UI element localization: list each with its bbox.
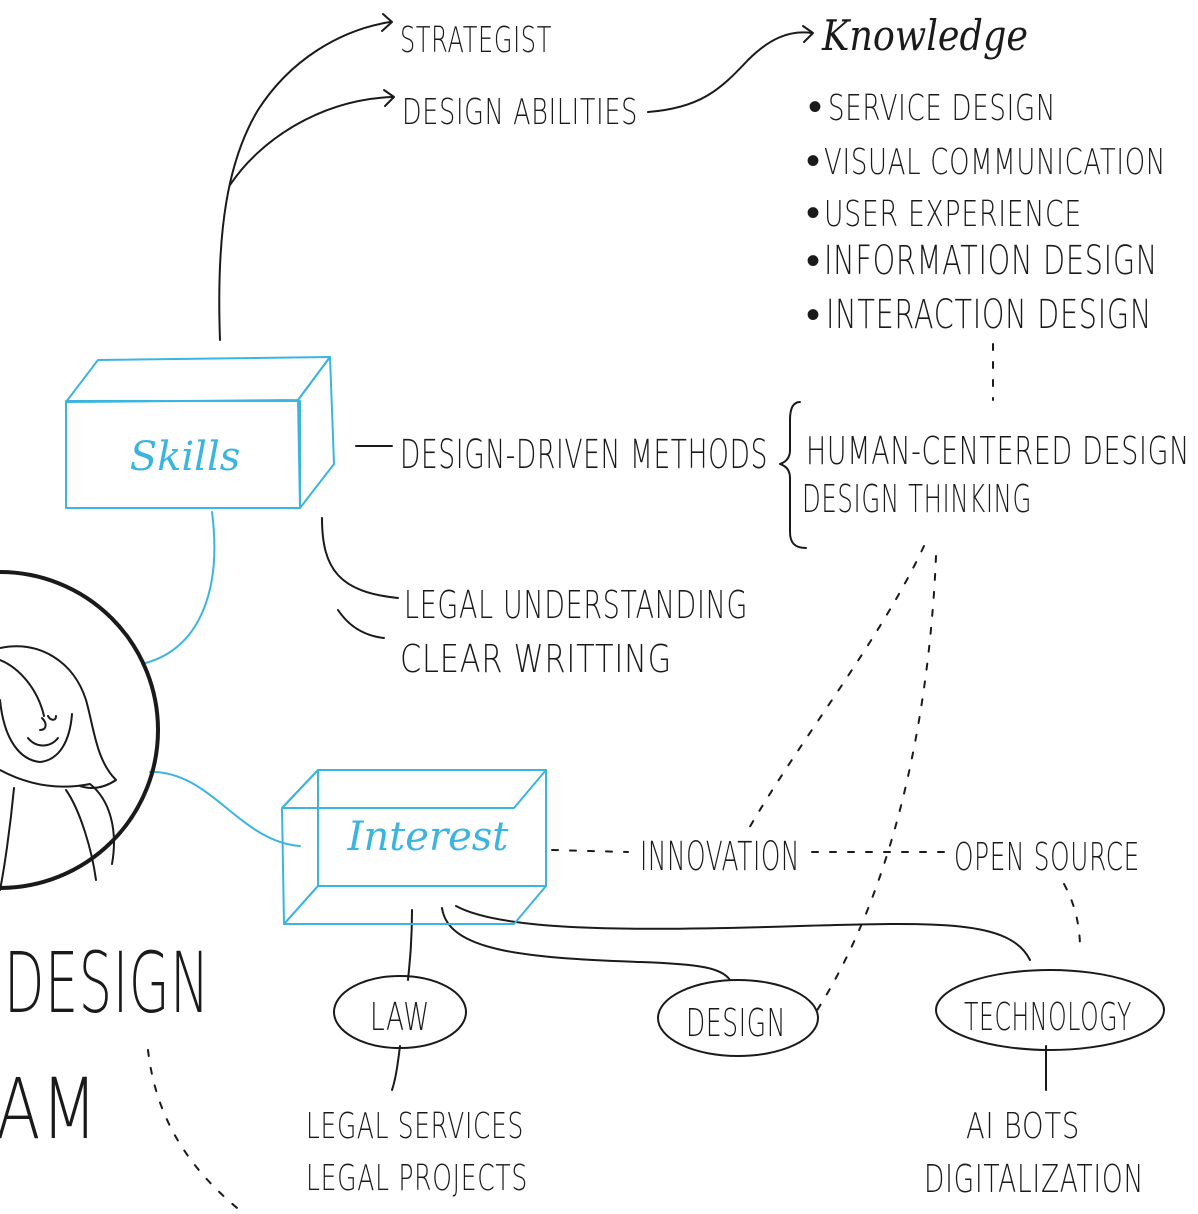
design-label: DESIGN (686, 1001, 786, 1045)
arrowhead-knowledge (802, 25, 814, 43)
title-line-2: AM (0, 1060, 98, 1158)
connector-interest-design (441, 907, 731, 981)
avatar-hair-fringe (0, 659, 45, 717)
design-node[interactable]: DESIGN (657, 979, 819, 1057)
design-abilities-label: DESIGN ABILITIES (402, 92, 638, 133)
avatar-smile (27, 737, 59, 747)
avatar-eye (47, 715, 57, 721)
connector-interest-law (407, 909, 413, 981)
avatar-face (0, 699, 73, 763)
technology-item: AI BOTS (966, 1106, 1080, 1147)
connector-design-abilities-knowledge (647, 31, 813, 113)
avatar-circle (0, 570, 160, 890)
arrowhead-design-abilities (383, 89, 395, 107)
law-item: LEGAL PROJECTS (306, 1158, 528, 1199)
bullet: • (806, 238, 821, 284)
dotted-methods-design (815, 555, 937, 1013)
knowledge-item: USER EXPERIENCE (824, 194, 1082, 235)
title-line-1: DESIGN (4, 934, 210, 1032)
avatar-shoulders (0, 769, 115, 865)
bullet: • (808, 84, 823, 130)
law-ellipse (333, 975, 467, 1049)
dotted-team-tail (147, 1049, 243, 1213)
avatar-jacket (65, 789, 97, 881)
knowledge-item: INTERACTION DESIGN (826, 292, 1152, 338)
connector-avatar-interest (149, 770, 301, 847)
knowledge-label: Knowledge (821, 11, 1028, 60)
technology-item: DIGITALIZATION (924, 1157, 1144, 1201)
methods-item: HUMAN-CENTERED DESIGN (806, 429, 1190, 473)
connector-law-items (391, 1045, 401, 1091)
interest-label: Interest (347, 814, 510, 860)
clear-writting-label: CLEAR WRITTING (400, 637, 672, 681)
dotted-interest-innovation (551, 849, 629, 853)
strategist-label: STRATEGIST (400, 20, 552, 61)
technology-ellipse (935, 969, 1165, 1051)
skills-box[interactable]: Skills (65, 356, 335, 509)
avatar (0, 570, 160, 891)
skills-box-side (297, 356, 335, 509)
connector-skills-legal-understanding (321, 517, 399, 599)
legal-understanding-label: LEGAL UNDERSTANDING (404, 583, 748, 627)
law-node[interactable]: LAW (333, 975, 467, 1049)
avatar-hair (0, 645, 117, 789)
avatar-arm (0, 787, 15, 891)
interest-box-front (317, 769, 547, 887)
interest-box-bottom (283, 885, 547, 925)
knowledge-item: INFORMATION DESIGN (824, 238, 1158, 284)
arrowhead-strategist (381, 13, 393, 32)
skills-label: Skills (130, 434, 241, 480)
skills-box-front (65, 400, 301, 509)
bullet: • (806, 292, 821, 338)
technology-label: TECHNOLOGY (964, 995, 1132, 1039)
skills-box-top (65, 356, 331, 403)
avatar-nose (39, 717, 47, 731)
connector-skills-design-abilities (229, 96, 393, 186)
interest-box-top (281, 769, 547, 809)
connector-skills-strategist (218, 21, 391, 341)
dotted-open-source-technology (1063, 883, 1081, 949)
law-label: LAW (370, 995, 430, 1039)
dotted-methods-innovation (747, 545, 925, 831)
knowledge-list: • SERVICE DESIGN • VISUAL COMMUNICATION … (806, 84, 1166, 338)
design-ellipse (657, 979, 819, 1057)
methods-item: DESIGN THINKING (802, 477, 1032, 521)
knowledge-item: VISUAL COMMUNICATION (824, 142, 1166, 183)
bullet: • (806, 138, 821, 184)
connector-avatar-skills (141, 511, 216, 665)
innovation-label: INNOVATION (640, 834, 800, 880)
methods-brace (779, 401, 807, 549)
connector-skills-clear-writing (337, 609, 385, 639)
open-source-label: OPEN SOURCE (954, 835, 1140, 879)
law-item: LEGAL SERVICES (306, 1106, 524, 1147)
design-driven-methods-label: DESIGN-DRIVEN METHODS (400, 432, 768, 478)
bullet: • (806, 190, 821, 236)
connector-interest-technology (455, 905, 1031, 961)
knowledge-item: SERVICE DESIGN (828, 88, 1056, 129)
technology-node[interactable]: TECHNOLOGY (935, 969, 1165, 1051)
interest-box[interactable]: Interest (281, 769, 547, 925)
